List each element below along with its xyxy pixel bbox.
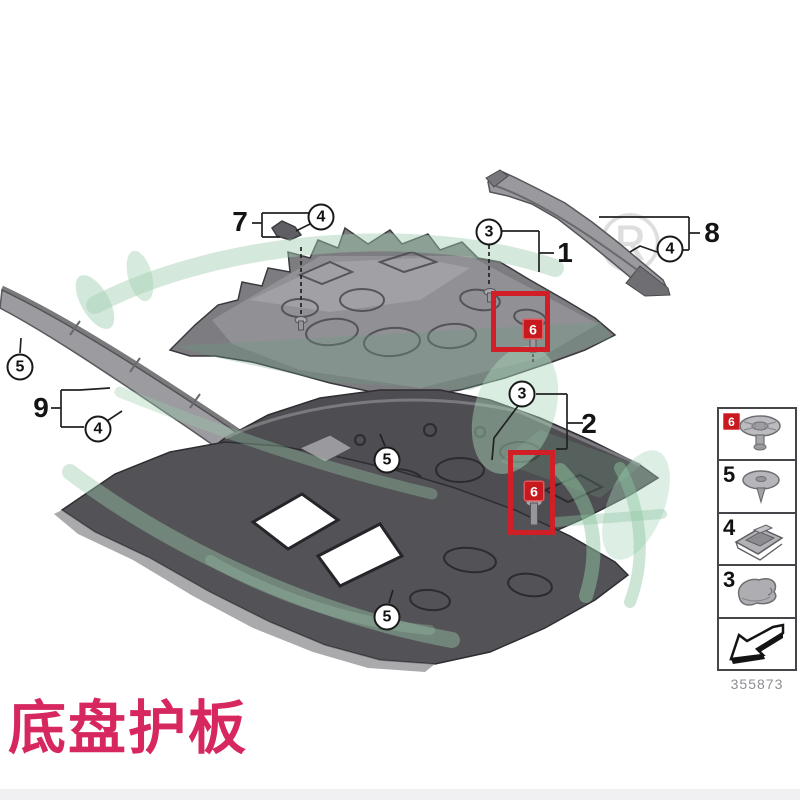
fastener-callout-5-left: 5 [6,353,34,381]
spring-nut-clip-icon [734,524,784,561]
legend-number-4: 4 [723,514,736,540]
part-label-7: 7 [232,206,248,237]
fastener-callout-3-upper: 3 [475,218,503,246]
legend-number-5: 5 [723,462,736,488]
rear-rail-shape [485,169,671,297]
fastener-callout-5-middle: 5 [373,446,401,474]
part-label-9: 9 [33,392,49,423]
page-title: 底盘护板 [8,696,249,761]
small-bracket-shape [270,220,303,241]
plastic-cap-clip-icon [737,578,777,607]
legend-direction-cell [719,616,795,669]
flat-head-rivet-icon [739,415,781,451]
panel-1-shape [168,226,617,397]
cone-tip-rivet-icon [742,469,780,504]
fastener-callout-4-top: 4 [307,203,335,231]
highlight-badge-6-lower: 6 [523,480,545,502]
legend-number-3: 3 [723,567,736,593]
callout-lines [19,212,700,604]
fastener-callout-5-bottom: 5 [373,603,401,631]
bottom-gray-bar [0,789,800,800]
highlight-badge-6-upper: 6 [522,318,544,340]
legend-item-6: 6 [719,409,795,459]
highlight-box-lower [508,450,555,535]
fastener-callout-4-left: 4 [84,415,112,443]
bottom-tray-shape [54,434,630,672]
legend-badge-6: 6 [723,413,740,430]
highlight-box-upper [491,291,550,352]
legend-item-4: 4 [719,511,795,564]
legend-item-3: 3 [719,564,795,616]
part-label-8: 8 [704,217,720,248]
direction-arrow-icon [729,623,785,664]
legend-item-5: 5 [719,459,795,511]
diagram-number: 355873 [730,676,784,692]
fastener-callout-4-right: 4 [656,235,684,263]
fastener-callout-3-middle: 3 [508,380,536,408]
part-label-1: 1 [557,237,573,268]
fastener-legend: 6 5 4 [717,407,797,671]
part-label-2: 2 [581,408,597,439]
